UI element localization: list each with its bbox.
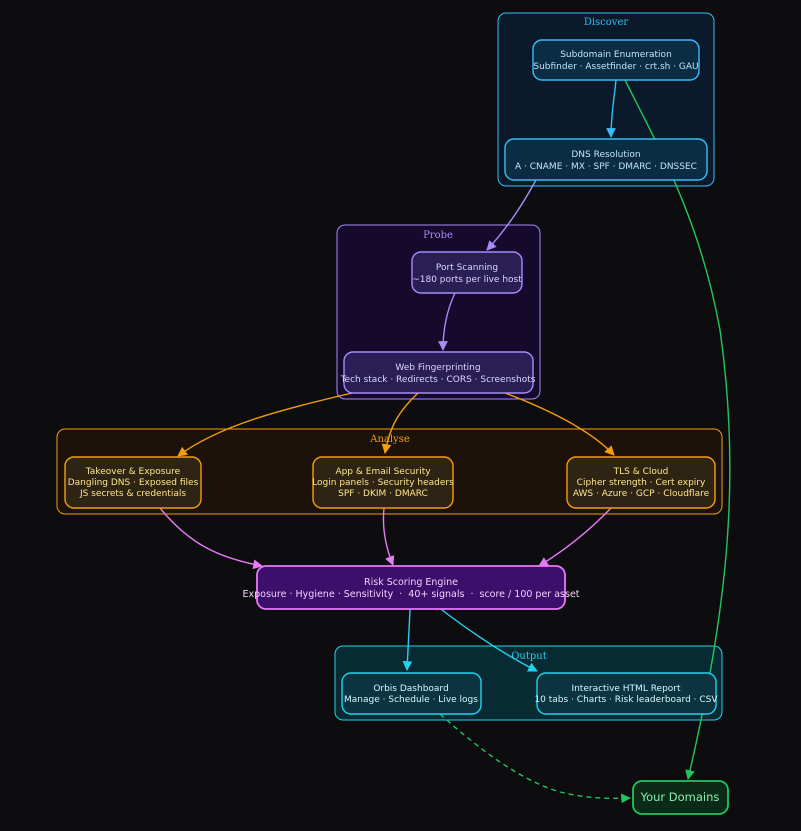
node-port-scanning[interactable]: Port Scanning ~180 ports per live host xyxy=(411,251,523,294)
edge-subdomain-dns xyxy=(606,79,617,138)
node-fingerprint-title: Web Fingerprinting xyxy=(395,363,480,373)
node-takeover-line2: Dangling DNS · Exposed files xyxy=(68,478,199,488)
node-report-title: Interactive HTML Report xyxy=(571,684,681,694)
node-scoring-detail: Exposure · Hygiene · Sensitivity · 40+ s… xyxy=(242,589,579,600)
group-discover-title: Discover xyxy=(584,17,629,28)
node-scoring-title: Risk Scoring Engine xyxy=(364,577,458,588)
edge-appsec-scoring xyxy=(382,507,395,566)
node-tls-cloud[interactable]: TLS & Cloud Cipher strength · Cert expir… xyxy=(566,456,716,509)
node-fingerprint-detail: Tech stack · Redirects · CORS · Screensh… xyxy=(340,375,536,385)
node-appsec-line3: SPF · DKIM · DMARC xyxy=(338,489,428,499)
node-dns-title: DNS Resolution xyxy=(571,150,640,160)
edge-tls-scoring xyxy=(538,507,612,567)
node-tls-title: TLS & Cloud xyxy=(613,467,669,477)
group-output-title: Output xyxy=(511,651,547,662)
node-dashboard-detail: Manage · Schedule · Live logs xyxy=(344,695,478,705)
node-takeover-exposure[interactable]: Takeover & Exposure Dangling DNS · Expos… xyxy=(64,456,202,509)
node-subdomain-title: Subdomain Enumeration xyxy=(560,50,672,60)
node-dashboard-title: Orbis Dashboard xyxy=(373,684,448,694)
edge-takeover-scoring xyxy=(159,507,263,570)
edges xyxy=(159,79,731,804)
group-analyse-title: Analyse xyxy=(369,434,410,445)
node-tls-line3: AWS · Azure · GCP · Cloudflare xyxy=(573,489,710,499)
node-appsec-title: App & Email Security xyxy=(335,467,431,477)
node-your-domains[interactable]: Your Domains xyxy=(632,780,729,815)
node-orbis-dashboard[interactable]: Orbis Dashboard Manage · Schedule · Live… xyxy=(341,672,482,715)
edge-dashboard-domains xyxy=(439,713,631,804)
group-probe-title: Probe xyxy=(423,230,453,241)
node-subdomain-detail: Subfinder · Assetfinder · crt.sh · GAU xyxy=(533,62,698,72)
node-risk-scoring-engine[interactable]: Risk Scoring Engine Exposure · Hygiene ·… xyxy=(242,565,580,610)
edge-fingerprint-takeover xyxy=(177,392,353,457)
edge-ports-fingerprint xyxy=(438,292,456,351)
edge-fingerprint-tls xyxy=(504,392,615,456)
node-report-detail: 10 tabs · Charts · Risk leaderboard · CS… xyxy=(534,695,718,705)
edge-fingerprint-appsec xyxy=(381,392,419,454)
node-dns-resolution[interactable]: DNS Resolution A · CNAME · MX · SPF · DM… xyxy=(504,138,708,181)
edge-dns-ports xyxy=(486,179,537,251)
node-tls-line2: Cipher strength · Cert expiry xyxy=(577,478,706,488)
node-ports-title: Port Scanning xyxy=(436,263,498,273)
edge-scoring-dashboard xyxy=(402,609,413,671)
node-interactive-html-report[interactable]: Interactive HTML Report 10 tabs · Charts… xyxy=(534,672,718,715)
node-web-fingerprinting[interactable]: Web Fingerprinting Tech stack · Redirect… xyxy=(340,351,536,394)
edge-scoring-report xyxy=(441,609,538,672)
node-ports-detail: ~180 ports per live host xyxy=(412,275,522,285)
node-subdomain-enumeration[interactable]: Subdomain Enumeration Subfinder · Assetf… xyxy=(532,39,700,81)
node-domains-title: Your Domains xyxy=(640,790,720,804)
node-appsec-line2: Login panels · Security headers xyxy=(312,478,454,488)
node-takeover-line3: JS secrets & credentials xyxy=(79,489,186,499)
node-takeover-title: Takeover & Exposure xyxy=(85,467,181,477)
node-app-email-security[interactable]: App & Email Security Login panels · Secu… xyxy=(312,456,454,509)
node-dns-detail: A · CNAME · MX · SPF · DMARC · DNSSEC xyxy=(515,162,697,172)
